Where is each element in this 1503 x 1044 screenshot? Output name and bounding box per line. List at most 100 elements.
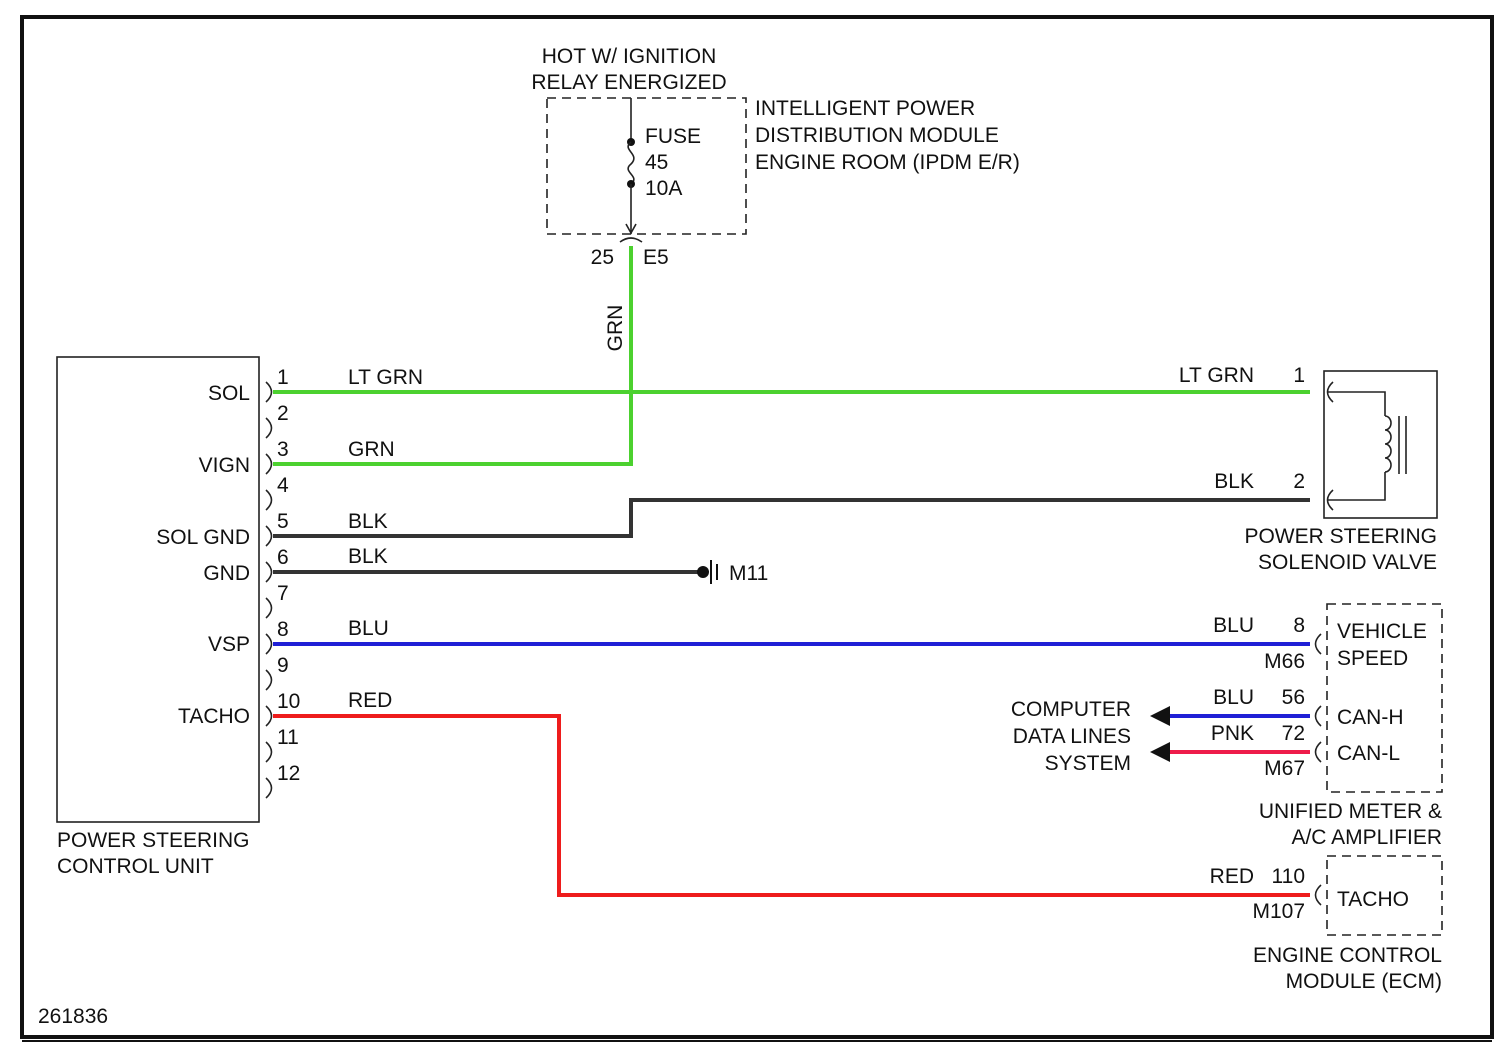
control-unit-pin-number: 7: [277, 582, 289, 605]
fuse-label: FUSE: [645, 125, 701, 148]
ipdm-connector: E5: [643, 246, 669, 269]
solenoid-coil-icon: [1384, 415, 1392, 473]
ecm-name-line2: MODULE (ECM): [1286, 970, 1442, 993]
ipdm-name-line3: ENGINE ROOM (IPDM E/R): [755, 151, 1020, 174]
wire-red-tacho: [273, 714, 1310, 897]
meter-vsp-connector: M66: [1264, 650, 1305, 673]
fuse-icon: [627, 141, 635, 185]
control-unit-pin-number: 3: [277, 438, 289, 461]
ecm-connector-icon: [1314, 884, 1322, 906]
meter-vsp-pin: 8: [1293, 614, 1305, 637]
solenoid-lead-top: [1327, 391, 1386, 416]
control-unit-pin-number: 8: [277, 618, 289, 641]
control-unit-box: [56, 356, 260, 823]
ground-splice-dot: [697, 566, 709, 578]
terminal-label-gnd: GND: [203, 562, 250, 585]
solenoid-pin2-connector-icon: [1326, 489, 1334, 511]
wire-grn: [273, 246, 633, 466]
data-lines-line2: DATA LINES: [1013, 725, 1131, 748]
control-unit-pin-connector-icon: [265, 453, 273, 475]
solenoid-pin1-connector-icon: [1326, 381, 1334, 403]
data-lines-line1: COMPUTER: [1011, 698, 1131, 721]
meter-name-line2: A/C AMPLIFIER: [1291, 826, 1442, 849]
meter-canl-wire: PNK: [1211, 722, 1254, 745]
meter-vsp-connector-icon: [1314, 633, 1322, 655]
control-unit-pin-connector-icon: [265, 633, 273, 655]
solenoid-pin2: 2: [1293, 470, 1305, 493]
meter-can-connector: M67: [1264, 757, 1305, 780]
solenoid-lead-bottom: [1327, 472, 1386, 501]
control-unit-pin-number: 4: [277, 474, 289, 497]
control-unit-pin-connector-icon: [265, 561, 273, 583]
control-unit-pin-connector-icon: [265, 417, 273, 439]
control-unit-pin-number: 1: [277, 366, 289, 389]
ipdm-name-line1: INTELLIGENT POWER: [755, 97, 975, 120]
data-lines-line3: SYSTEM: [1045, 752, 1131, 775]
meter-canl-pin: 72: [1282, 722, 1305, 745]
solenoid-box: [1323, 370, 1438, 519]
meter-canl-connector-icon: [1314, 741, 1322, 763]
ipdm-wire-color: GRN: [604, 305, 627, 352]
fuse-rating: 10A: [645, 177, 682, 200]
ecm-name-line1: ENGINE CONTROL: [1253, 944, 1442, 967]
control-unit-pin-number: 6: [277, 546, 289, 569]
meter-canh-connector-icon: [1314, 705, 1322, 727]
solenoid-pin1: 1: [1293, 364, 1305, 387]
meter-vsp-wire: BLU: [1213, 614, 1254, 637]
control-unit-pin-connector-icon: [265, 597, 273, 619]
diagram-frame: [20, 15, 1494, 1039]
wire-label-pin3: GRN: [348, 438, 395, 461]
control-unit-pin-number: 10: [277, 690, 300, 713]
control-unit-pin-number: 5: [277, 510, 289, 533]
wire-label-pin10: RED: [348, 689, 392, 712]
wire-blk-sol-gnd: [273, 498, 1310, 538]
wire-label-pin5: BLK: [348, 510, 388, 533]
terminal-label-sol-gnd: SOL GND: [156, 526, 250, 549]
control-unit-pin-connector-icon: [265, 741, 273, 763]
control-unit-pin-number: 9: [277, 654, 289, 677]
connector-e5-icon: [619, 237, 643, 243]
control-unit-pin-number: 2: [277, 402, 289, 425]
meter-name-line1: UNIFIED METER &: [1259, 800, 1442, 823]
solenoid-name-line1: POWER STEERING: [1244, 525, 1437, 548]
fuse-number: 45: [645, 151, 668, 174]
control-unit-pin-connector-icon: [265, 777, 273, 799]
fuse-arrow-icon: [625, 223, 637, 235]
terminal-label-vign: VIGN: [199, 454, 250, 477]
ecm-connector: M107: [1252, 900, 1305, 923]
ipdm-pin: 25: [591, 246, 614, 269]
can-l-arrow-icon: [1150, 742, 1170, 762]
ipdm-box: [546, 97, 747, 235]
ecm-tacho-label: TACHO: [1337, 888, 1409, 911]
control-unit-pin-connector-icon: [265, 705, 273, 727]
ecm-pin: 110: [1272, 865, 1305, 888]
ground-label: M11: [729, 562, 768, 585]
meter-box: [1326, 603, 1443, 793]
wire-label-pin1: LT GRN: [348, 366, 423, 389]
meter-canh-label: CAN-H: [1337, 706, 1404, 729]
control-unit-pin-connector-icon: [265, 525, 273, 547]
solenoid-pin1-wire: LT GRN: [1179, 364, 1254, 387]
control-unit-pin-connector-icon: [265, 669, 273, 691]
ecm-box: [1326, 855, 1443, 936]
power-source-line2: RELAY ENERGIZED: [531, 71, 726, 94]
control-unit-pin-number: 11: [277, 726, 299, 749]
terminal-label-vsp: VSP: [208, 633, 250, 656]
control-unit-pin-connector-icon: [265, 489, 273, 511]
wire-label-pin8: BLU: [348, 617, 389, 640]
meter-canh-wire: BLU: [1213, 686, 1254, 709]
meter-vehicle-speed-line2: SPEED: [1337, 647, 1408, 670]
power-source-line1: HOT W/ IGNITION: [542, 45, 717, 68]
solenoid-pin2-wire: BLK: [1214, 470, 1254, 493]
figure-id: 261836: [38, 1005, 108, 1028]
terminal-label-tacho: TACHO: [178, 705, 250, 728]
meter-canh-pin: 56: [1282, 686, 1305, 709]
meter-vehicle-speed-line1: VEHICLE: [1337, 620, 1427, 643]
terminal-label-sol: SOL: [208, 382, 250, 405]
control-unit-name-line1: POWER STEERING: [57, 829, 250, 852]
control-unit-pin-number: 12: [277, 762, 300, 785]
wire-label-pin6: BLK: [348, 545, 388, 568]
meter-canl-label: CAN-L: [1337, 742, 1400, 765]
